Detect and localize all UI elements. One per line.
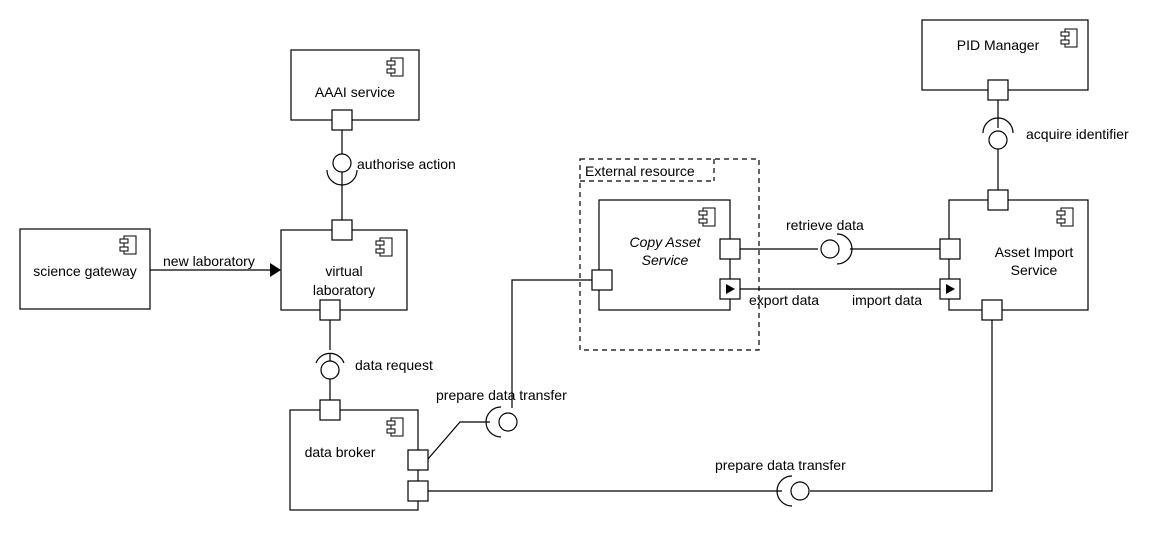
new-laboratory-label: new laboratory — [163, 253, 255, 269]
aaai-service-label: AAAI service — [315, 84, 395, 100]
socket-arc-icon — [836, 233, 853, 265]
asset-import-label-line2: Service — [1011, 262, 1058, 278]
lollipop-circle-icon — [320, 360, 340, 380]
vlab-top-port[interactable] — [331, 219, 353, 241]
pid-bottom-port[interactable] — [987, 79, 1009, 101]
data-broker-label: data broker — [305, 444, 376, 460]
data-request-interface[interactable] — [315, 352, 345, 380]
retrieve-data-interface[interactable] — [820, 233, 853, 265]
wire-broker-upper-to-socket — [427, 421, 490, 460]
authorise-action-label: authorise action — [357, 156, 456, 172]
socket-arc-icon — [485, 406, 502, 438]
lollipop-circle-icon — [820, 239, 840, 259]
lollipop-circle-icon — [790, 481, 810, 501]
export-data-label: export data — [749, 292, 819, 308]
data-broker-component[interactable]: data broker — [289, 409, 419, 511]
copy-asset-right-upper-port[interactable] — [719, 238, 741, 260]
triangle-arrow-icon — [946, 284, 955, 294]
import-data-port[interactable] — [939, 278, 961, 300]
copy-asset-label-line1: Copy Asset — [629, 234, 701, 250]
acquire-identifier-interface[interactable] — [982, 117, 1014, 150]
broker-right-lower-port[interactable] — [407, 480, 429, 502]
asset-import-label-line1: Asset Import — [995, 244, 1074, 260]
science-gateway-label: science gateway — [33, 263, 137, 279]
broker-top-port[interactable] — [319, 399, 341, 421]
pid-manager-label: PID Manager — [957, 37, 1040, 53]
export-data-port[interactable] — [719, 278, 741, 300]
prepare-data-transfer-lower-interface[interactable] — [776, 475, 810, 507]
socket-arc-icon — [776, 475, 793, 507]
data-request-label: data request — [355, 357, 433, 373]
prepare-data-transfer-upper-interface[interactable] — [485, 406, 518, 438]
wire-import-bottom-to-lollipop — [810, 320, 993, 492]
retrieve-data-label: retrieve data — [786, 217, 864, 233]
aaai-service-component[interactable]: AAAI service — [290, 49, 420, 121]
prepare-data-transfer-upper-label: prepare data transfer — [436, 387, 567, 403]
virtual-laboratory-label-line2: laboratory — [313, 282, 375, 298]
virtual-laboratory-label-line1: virtual — [325, 263, 362, 279]
socket-arc-icon — [326, 169, 358, 186]
asset-import-service-component[interactable]: Asset Import Service — [948, 199, 1089, 311]
broker-right-upper-port[interactable] — [407, 449, 429, 471]
acquire-identifier-label: acquire identifier — [1026, 126, 1129, 142]
asset-import-bottom-port[interactable] — [981, 299, 1003, 321]
socket-arc-icon — [315, 352, 345, 364]
authorise-action-interface[interactable] — [326, 153, 358, 186]
prepare-data-transfer-lower-label: prepare data transfer — [715, 457, 846, 473]
external-resource-label: External resource — [585, 163, 695, 179]
lollipop-circle-icon — [988, 130, 1008, 150]
pid-manager-component[interactable]: PID Manager — [921, 19, 1089, 91]
triangle-arrow-icon — [726, 284, 735, 294]
import-data-label: import data — [852, 292, 922, 308]
aaai-bottom-port[interactable] — [331, 109, 353, 131]
socket-arc-icon — [982, 117, 1014, 134]
asset-import-top-port[interactable] — [987, 189, 1009, 211]
vlab-bottom-port[interactable] — [319, 299, 341, 321]
lollipop-circle-icon — [332, 153, 352, 173]
lollipop-circle-icon — [498, 412, 518, 432]
copy-asset-label-line2: Service — [642, 252, 689, 268]
wire-copy-left-to-lollipop — [511, 279, 592, 408]
virtual-laboratory-component[interactable]: virtual laboratory — [280, 229, 408, 311]
science-gateway-component[interactable]: science gateway — [19, 228, 151, 310]
copy-asset-service-component[interactable]: Copy Asset Service — [598, 199, 731, 311]
asset-import-left-upper-port[interactable] — [939, 238, 961, 260]
new-laboratory-arrowhead — [270, 263, 281, 277]
external-resource-boundary: External resource — [579, 158, 760, 351]
copy-asset-left-port[interactable] — [591, 269, 613, 291]
